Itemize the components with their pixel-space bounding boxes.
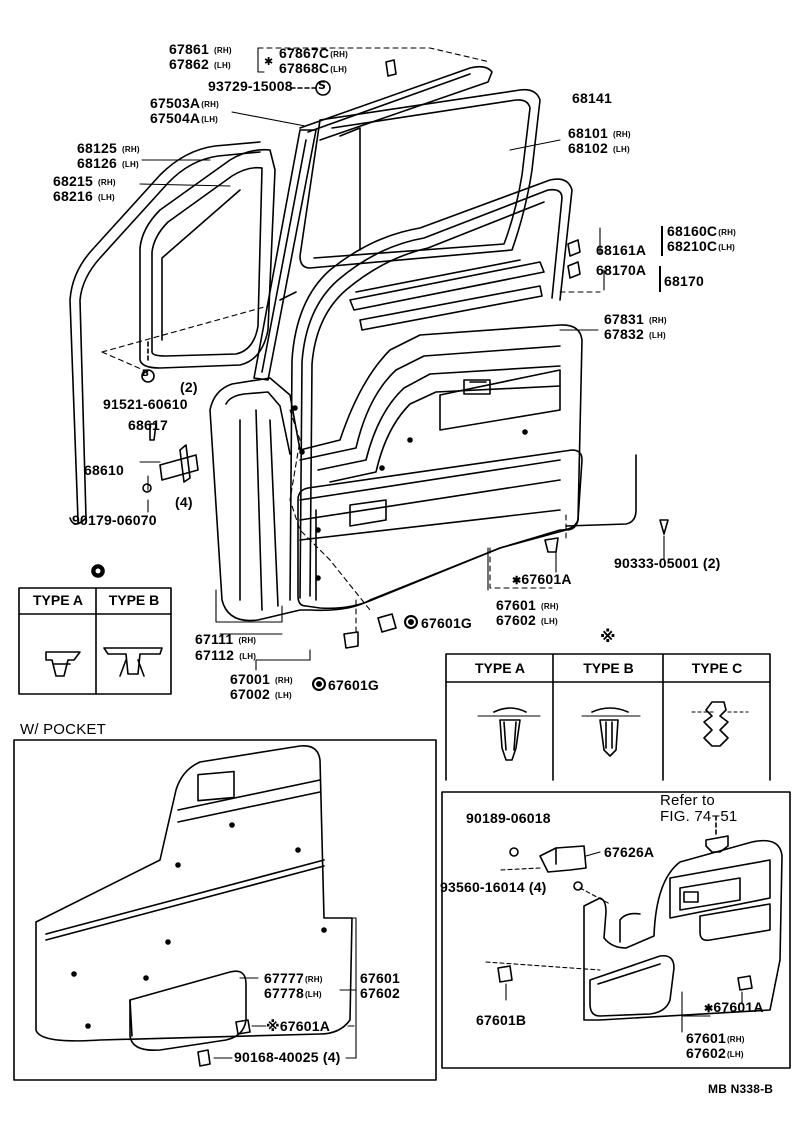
label-67602-pocket: 67602 [360,985,400,1001]
clip-67601G-b [343,631,359,649]
label-67504A: 67504A(LH) [150,110,219,126]
figure-code: MB N338-B [708,1082,774,1096]
label-67601A-front: ✱67601A [512,571,572,588]
type-a-label-left: TYPE A [32,592,84,608]
label-67862: 67862 (LH) [169,56,231,72]
clip-68161A [567,239,581,279]
w-pocket-box [13,739,437,1081]
b-symbol: B [142,369,149,379]
type-box-left [18,564,172,695]
label-90333: 90333-05001 (2) [614,555,721,571]
label-93560: 93560-16014 (4) [440,879,547,895]
clip-91521 [141,339,155,383]
label-93729: 93729-15008 [208,78,293,94]
qty-90179: (4) [175,494,193,510]
label-90179: 90179-06070 [72,512,157,528]
label-67112: 67112 (LH) [195,647,257,663]
label-90189: 90189-06018 [466,810,551,826]
screw-93729 [289,80,331,96]
label-68125: 68125 (RH) [77,140,140,156]
type-c-label-right: TYPE C [691,660,743,676]
type-b-label-left: TYPE B [108,592,160,608]
refer-to-line2: FIG. 74−51 [660,808,738,825]
label-67868C: 67868C(LH) [279,60,348,76]
label-67861: 67861 (RH) [169,41,232,57]
note-symbol-right: ※ [600,627,616,646]
label-67601G-a: 67601G [404,615,472,631]
label-67831: 67831 (RH) [604,311,667,327]
label-90168: 90168-40025 (4) [234,1049,341,1065]
label-67777: 67777(RH) [264,970,323,986]
bracket-68170 [659,266,661,292]
clip-67861-part [385,59,397,77]
type-a-label-right: TYPE A [474,660,526,676]
label-67503A: 67503A(RH) [150,95,219,111]
w-pocket-leaders [213,917,357,1059]
s-symbol: S [318,79,326,92]
bracket-68160C [661,226,663,256]
screw-90333 [565,454,669,535]
label-67602-front: 67602 (LH) [496,612,558,628]
label-67601A-pocket: ※67601A [266,1018,331,1035]
refer-box [441,791,791,1069]
label-67601-front: 67601 (RH) [496,597,559,613]
qty-91521: (2) [180,379,198,395]
label-68101: 68101 (RH) [568,125,631,141]
label-67778: 67778(LH) [264,985,322,1001]
label-68161A: 68161A [596,242,647,258]
label-67601G-b: 67601G [312,677,379,693]
weatherstrip-68160C [349,259,545,331]
clip-67601G-a [377,613,397,633]
label-68216: 68216 (LH) [53,188,115,204]
label-67601-refer: 67601(RH) [686,1030,745,1046]
label-68215: 68215 (RH) [53,173,116,189]
refer-leaders [485,851,743,1033]
door-weatherstrip-68125 [69,141,261,525]
type-b-label-right: TYPE B [583,660,634,676]
label-68610: 68610 [84,462,124,478]
label-67601B: 67601B [476,1012,527,1028]
label-68141: 68141 [572,90,612,106]
label-68170: 68170 [664,273,704,289]
label-67111: 67111 (RH) [195,631,257,647]
label-91521: 91521-60610 [103,396,188,412]
label-68126: 68126 (LH) [77,155,139,171]
label-67867C: 67867C(RH) [279,45,348,61]
leader-lines [101,47,601,633]
door-trim-67601 [292,405,583,610]
label-68617: 68617 [128,417,168,433]
door-glass-68101 [299,88,541,269]
type-box-right [445,653,771,781]
refer-to-line1: Refer to [660,792,715,809]
label-67601A-refer: ✱67601A [704,999,764,1016]
label-67832: 67832 (LH) [604,326,666,342]
belt-moulding-67861 [299,65,493,141]
label-67601-pocket: 67601 [360,970,400,986]
glass-run-68215 [139,148,276,369]
label-67002: 67002 (LH) [230,686,292,702]
label-68102: 68102 (LH) [568,140,630,156]
label-67602-refer: 67602(LH) [686,1045,744,1061]
label-67626A: 67626A [604,844,655,860]
star-symbol: ✱ [264,55,274,68]
w-pocket-title: W/ POCKET [20,721,106,738]
label-68160C: 68160C(RH) [667,223,736,239]
door-inner-panel-67001 [209,324,583,622]
label-68170A: 68170A [596,262,647,278]
door-frame-68141 [289,178,573,601]
stopper-68610 [142,423,199,493]
label-leaders [139,47,665,671]
label-67001: 67001 (RH) [230,671,293,687]
division-bar-67503A [253,129,317,381]
label-68210C: 68210C(LH) [667,238,736,254]
clip-67601A-front [544,537,559,553]
